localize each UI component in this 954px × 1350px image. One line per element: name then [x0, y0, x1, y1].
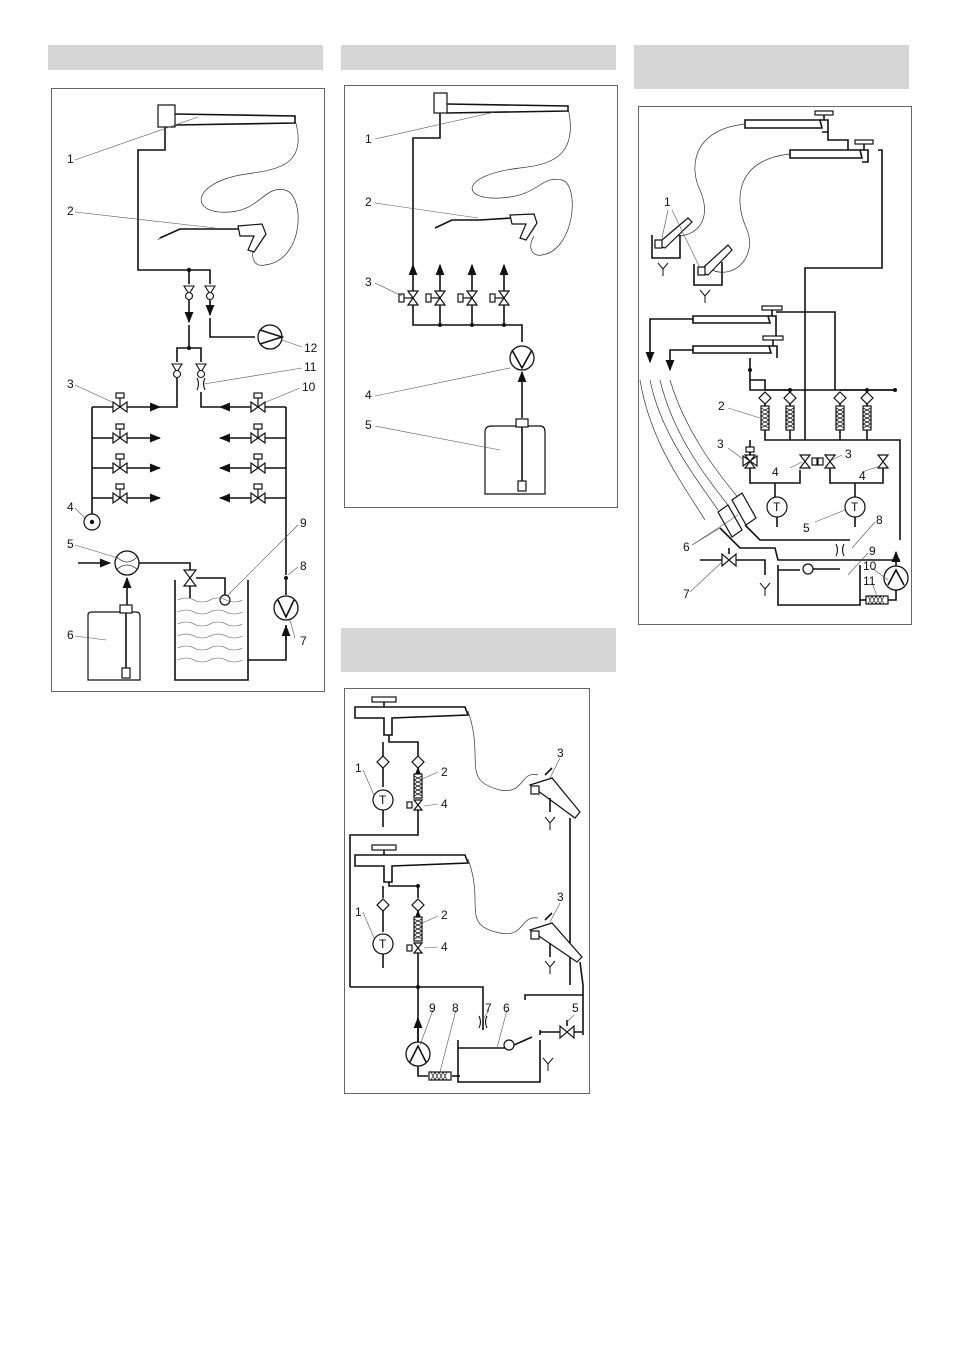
label-d-7: 7: [683, 587, 690, 601]
label-c-1a: 1: [355, 761, 362, 775]
label-c-5: 5: [572, 1001, 579, 1015]
label-b-2: 2: [365, 195, 372, 209]
diagram-b: 1 2 3 4 5: [365, 93, 572, 494]
label-d-3b: 3: [845, 447, 852, 461]
label-a-7: 7: [300, 634, 307, 648]
label-d-8: 8: [876, 513, 883, 527]
thermometer-symbol-c2: T: [379, 937, 387, 951]
label-c-3a: 3: [557, 746, 564, 760]
diagram-a: 1 2 3 4 5 6 7 8 9 10 11 12: [67, 105, 318, 680]
label-d-5: 5: [803, 521, 810, 535]
label-a-1: 1: [67, 152, 74, 166]
label-d-4a: 4: [772, 465, 779, 479]
diagram-d: 1 2 3 4 3 4 5 6 7 8 9 10 11 T T: [640, 111, 908, 605]
label-c-1b: 1: [355, 905, 362, 919]
label-a-10: 10: [302, 380, 316, 394]
label-d-3a: 3: [717, 437, 724, 451]
label-a-6: 6: [67, 628, 74, 642]
diagram-c: 1 2 3 4 1 2 3 4 5 6 7 8 9 T T: [350, 697, 583, 1082]
label-d-1: 1: [664, 195, 671, 209]
label-c-4b: 4: [441, 940, 448, 954]
label-c-2a: 2: [441, 765, 448, 779]
label-c-4a: 4: [441, 797, 448, 811]
thermometer-symbol-d2: T: [851, 500, 859, 514]
label-a-11: 11: [304, 360, 317, 374]
label-c-8: 8: [452, 1001, 459, 1015]
label-c-3b: 3: [557, 890, 564, 904]
label-b-1: 1: [365, 132, 372, 146]
label-c-9: 9: [429, 1001, 436, 1015]
label-a-8: 8: [300, 559, 307, 573]
label-b-4: 4: [365, 388, 372, 402]
label-d-9: 9: [869, 544, 876, 558]
label-d-10: 10: [863, 559, 877, 573]
label-d-2: 2: [718, 399, 725, 413]
thermometer-symbol-d1: T: [773, 500, 781, 514]
label-b-3: 3: [365, 275, 372, 289]
label-d-4b: 4: [859, 469, 866, 483]
label-a-4: 4: [67, 500, 74, 514]
label-c-7: 7: [485, 1001, 492, 1015]
label-b-5: 5: [365, 418, 372, 432]
label-a-2: 2: [67, 204, 74, 218]
label-d-11: 11: [863, 574, 876, 588]
label-c-2b: 2: [441, 908, 448, 922]
label-a-3: 3: [67, 377, 74, 391]
label-a-5: 5: [67, 537, 74, 551]
lance-head: [158, 105, 175, 127]
thermometer-symbol-c1: T: [379, 793, 387, 807]
label-d-6: 6: [683, 540, 690, 554]
label-a-9: 9: [300, 516, 307, 530]
label-a-12: 12: [304, 341, 318, 355]
label-c-6: 6: [503, 1001, 510, 1015]
